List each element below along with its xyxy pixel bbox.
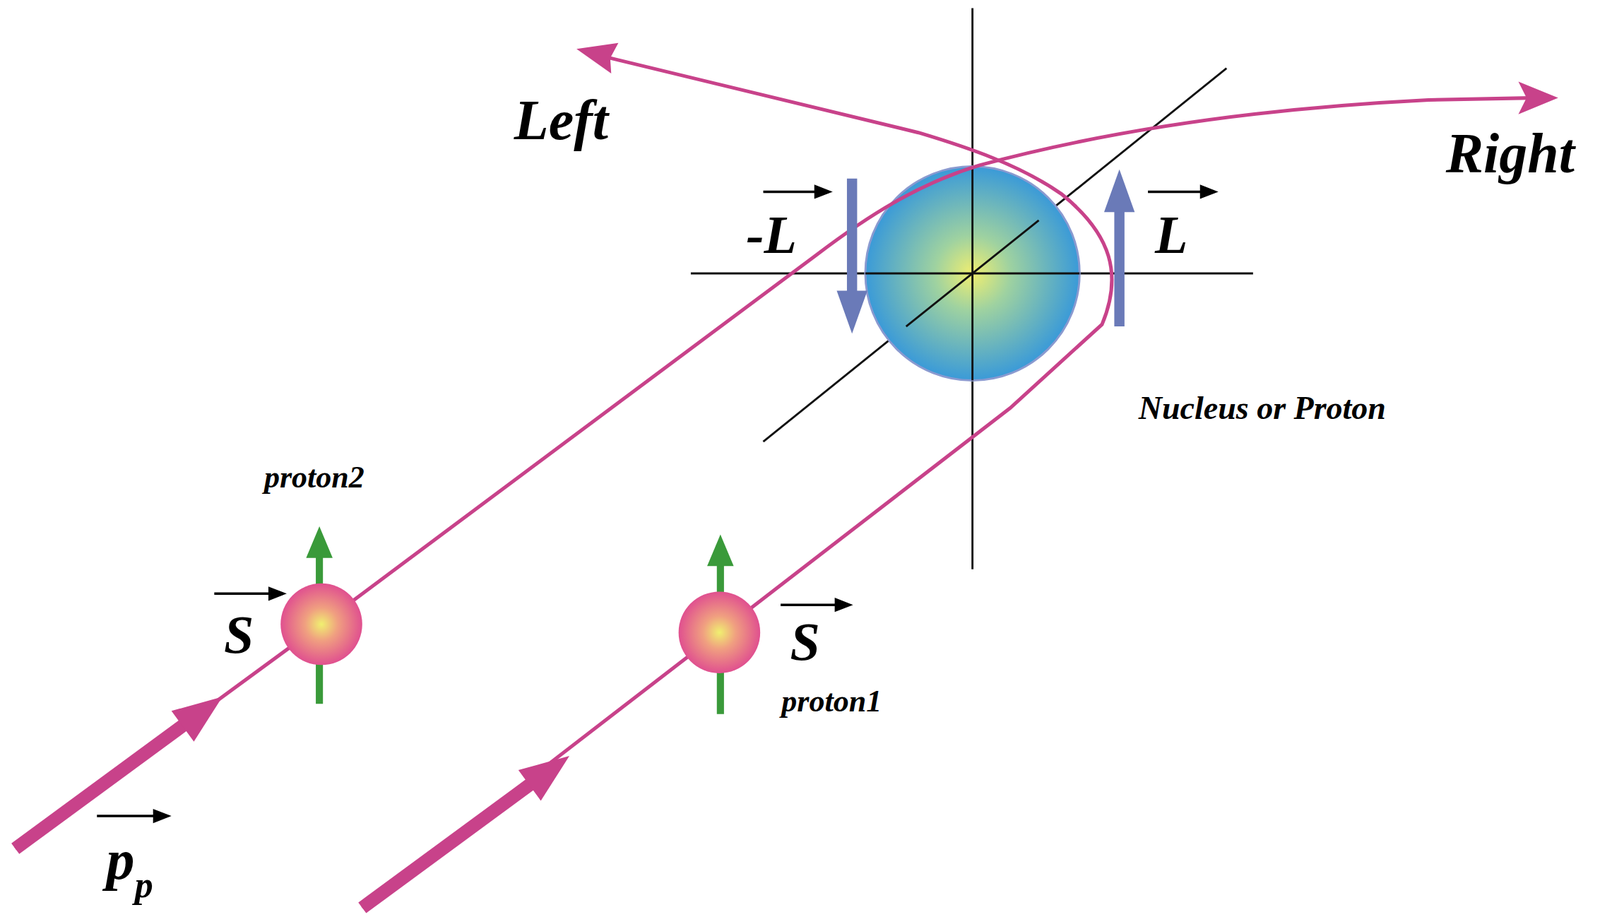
vector-symbol: S xyxy=(790,614,821,669)
particle-label: proton2 xyxy=(264,461,365,494)
vector-heads xyxy=(153,184,1219,823)
direction-label: Right xyxy=(1446,125,1575,182)
direction-label: Left xyxy=(514,91,609,149)
trajectory-heads xyxy=(576,43,1559,115)
axis xyxy=(906,220,1040,327)
incoming-arrows xyxy=(15,721,537,908)
vector-symbol: p xyxy=(105,831,135,888)
particle-label: proton1 xyxy=(781,685,882,717)
vector-symbol: -L xyxy=(745,207,797,262)
protons xyxy=(280,526,761,715)
trajectories xyxy=(15,55,1531,908)
nucleus xyxy=(865,166,1080,381)
vector-arrows xyxy=(96,191,1206,816)
target-label: Nucleus or Proton xyxy=(1138,392,1386,425)
incoming-heads xyxy=(171,696,570,801)
vector-symbol: L xyxy=(1154,207,1188,262)
vector-symbol: S xyxy=(223,607,254,662)
angular-momentum-arrows xyxy=(837,169,1136,334)
axes xyxy=(690,8,1254,570)
subscript: p xyxy=(134,866,154,904)
